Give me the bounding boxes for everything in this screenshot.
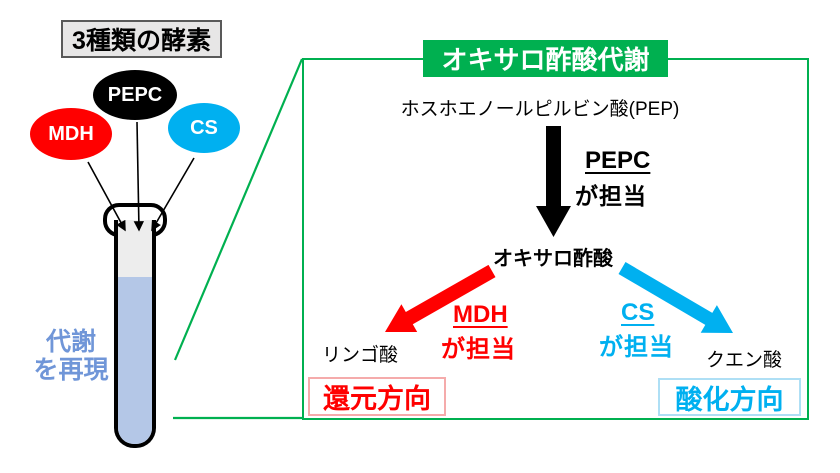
pepc-enzyme-label: PEPC xyxy=(107,83,163,106)
cs-to-tube-arrow xyxy=(151,157,195,232)
pepc-enzyme-ellipse: PEPC xyxy=(93,70,177,120)
oxaloacetate-label: オキサロ酢酸 xyxy=(493,248,613,270)
reduction-direction-label: 還元方向 xyxy=(323,384,431,414)
test-tube-body xyxy=(114,220,156,448)
tube-caption-line2: を再現 xyxy=(33,356,109,384)
pepc-reaction-arrow xyxy=(536,126,571,237)
cs-enzyme-label: CS xyxy=(190,116,218,139)
pepc-role-label: が担当 xyxy=(575,183,647,209)
pathway-title-box: オキサロ酢酸代謝 xyxy=(423,40,668,77)
mdh-to-tube-arrow xyxy=(87,161,126,232)
cs-enzyme-ellipse: CS xyxy=(168,103,240,153)
tube-caption-line1: 代謝 xyxy=(45,328,96,356)
pepc-to-tube-arrow xyxy=(133,121,145,232)
citrate-label: クエン酸 xyxy=(706,350,783,371)
mdh-pathway-label: MDH xyxy=(453,301,508,328)
oxidation-direction-label: 酸化方向 xyxy=(675,384,784,415)
cs-role-label: が担当 xyxy=(599,334,674,361)
enzymes-title-label: 3種類の酵素 xyxy=(72,27,211,55)
pep-substrate-label: ホスホエノールピルビン酸(PEP) xyxy=(400,99,680,120)
reduction-direction-box: 還元方向 xyxy=(308,377,446,416)
enzymes-title-box: 3種類の酵素 xyxy=(61,20,222,58)
test-tube-liquid xyxy=(118,277,152,444)
pepc-pathway-label: PEPC xyxy=(585,147,651,174)
oxidation-direction-box: 酸化方向 xyxy=(658,378,801,416)
mdh-reaction-arrow xyxy=(385,264,496,332)
cs-pathway-label: CS xyxy=(621,299,655,326)
pathway-title-label: オキサロ酢酸代謝 xyxy=(441,45,650,75)
mdh-enzyme-ellipse: MDH xyxy=(30,108,112,160)
mdh-role-label: が担当 xyxy=(441,336,516,363)
mdh-enzyme-label: MDH xyxy=(48,122,94,145)
malate-label: リンゴ酸 xyxy=(322,345,399,366)
tube-caption: 代謝 を再現 xyxy=(18,328,124,384)
callout-line-top xyxy=(173,58,304,361)
cs-reaction-arrow xyxy=(618,262,733,333)
